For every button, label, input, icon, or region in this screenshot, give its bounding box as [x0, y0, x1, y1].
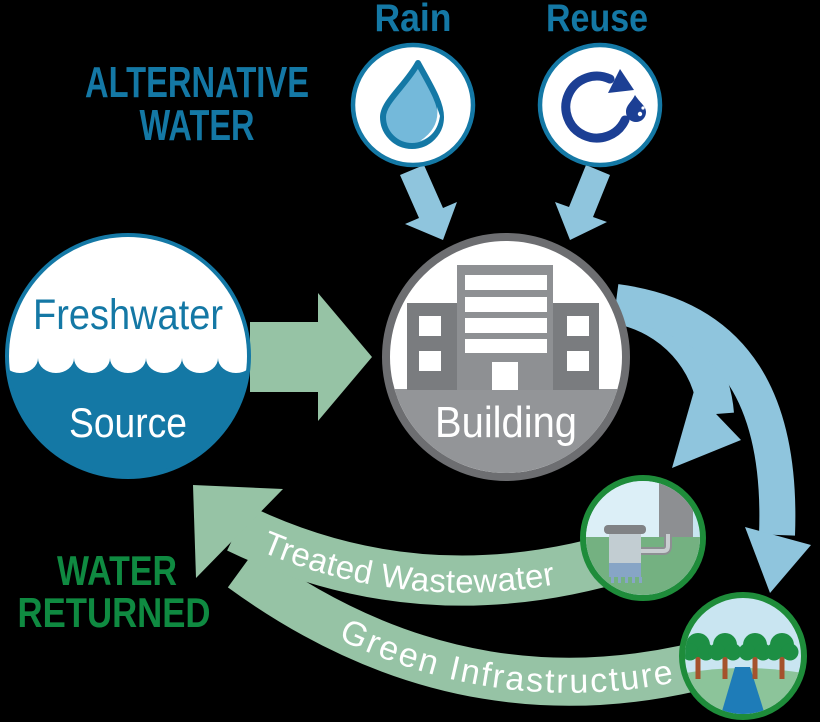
rain-inflow-arrow [400, 165, 457, 240]
green-infrastructure-node [679, 592, 807, 720]
water-returned-label-line1: WATER [57, 547, 177, 594]
freshwater-label: Freshwater [33, 291, 223, 339]
recycle-arrow-drop-icon [561, 69, 646, 143]
freshwater-inflow-arrow [250, 293, 372, 421]
rain-label: Rain [375, 0, 452, 40]
alternative-water-label-line1: ALTERNATIVE [85, 58, 309, 107]
reuse-label: Reuse [546, 0, 648, 40]
building-icon [407, 265, 599, 390]
trees-river-icon [685, 633, 801, 714]
reuse-node [537, 42, 663, 168]
reuse-circle [537, 42, 663, 168]
freshwater-wave-icon [9, 237, 247, 373]
building-node: Building [382, 233, 630, 481]
alternative-water-label-line2: WATER [140, 101, 255, 150]
raindrop-icon [380, 60, 444, 149]
building-label: Building [435, 398, 577, 447]
wave-scallop-shape [9, 237, 247, 373]
water-returned-label-line2: RETURNED [18, 589, 211, 636]
reuse-inflow-arrow [555, 165, 610, 240]
freshwater-source-node: Freshwater Source [5, 233, 251, 479]
water-returned-arrowhead [193, 485, 283, 578]
source-label: Source [69, 399, 187, 446]
treated-wastewater-node [580, 475, 706, 601]
water-returned-bands: Treated Wastewater Green Infrastructure [193, 485, 748, 701]
rain-node [350, 42, 476, 168]
building-to-green-infrastructure-arrow [613, 284, 811, 593]
